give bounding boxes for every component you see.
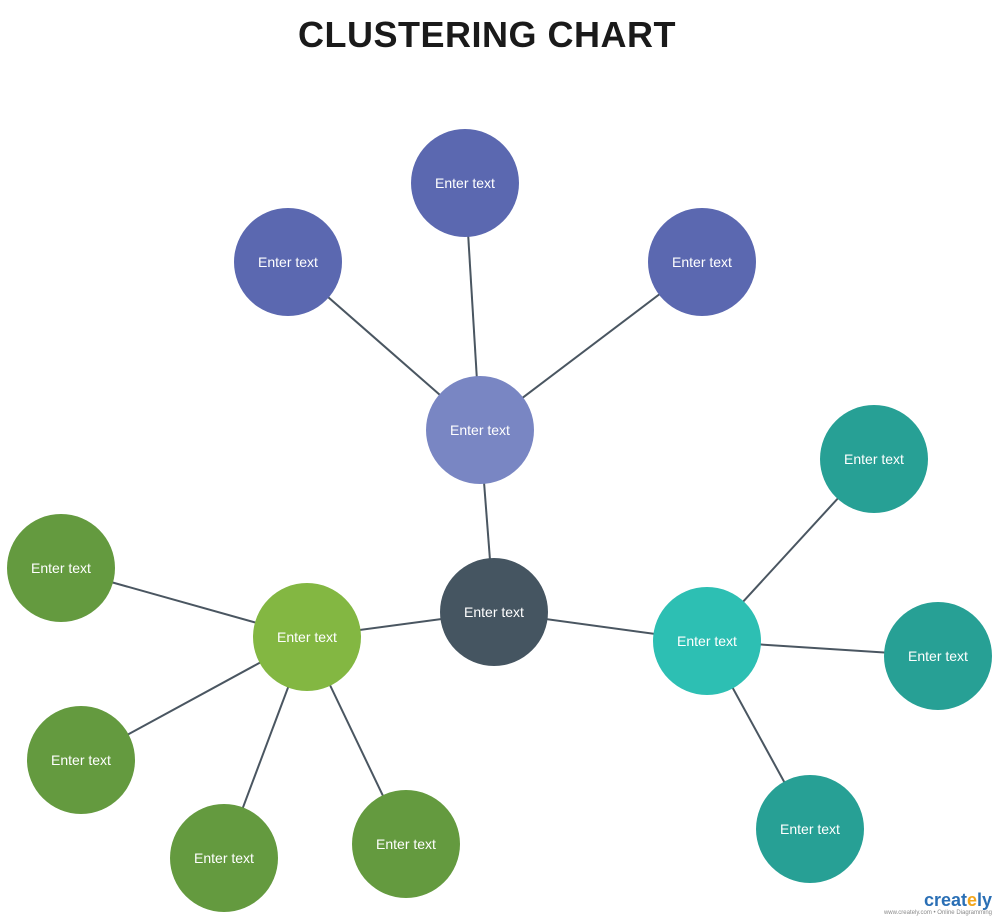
node-teal-center[interactable]: Enter text bbox=[653, 587, 761, 695]
node-label: Enter text bbox=[672, 254, 732, 270]
node-label: Enter text bbox=[450, 422, 510, 438]
node-green-upper-left[interactable]: Enter text bbox=[7, 514, 115, 622]
node-teal-top[interactable]: Enter text bbox=[820, 405, 928, 513]
page-title: CLUSTERING CHART bbox=[298, 14, 676, 55]
node-purple-center[interactable]: Enter text bbox=[426, 376, 534, 484]
node-label: Enter text bbox=[258, 254, 318, 270]
node-circle[interactable] bbox=[884, 602, 992, 710]
node-circle[interactable] bbox=[234, 208, 342, 316]
node-circle[interactable] bbox=[27, 706, 135, 814]
node-label: Enter text bbox=[51, 752, 111, 768]
node-teal-bottom[interactable]: Enter text bbox=[756, 775, 864, 883]
node-circle[interactable] bbox=[653, 587, 761, 695]
node-label: Enter text bbox=[844, 451, 904, 467]
node-circle[interactable] bbox=[820, 405, 928, 513]
node-circle[interactable] bbox=[170, 804, 278, 912]
node-circle[interactable] bbox=[426, 376, 534, 484]
brand-name: creately bbox=[923, 890, 992, 910]
node-label: Enter text bbox=[464, 604, 524, 620]
creately-logo: creately www.creately.com • Online Diagr… bbox=[884, 891, 992, 917]
node-label: Enter text bbox=[677, 633, 737, 649]
node-purple-top[interactable]: Enter text bbox=[411, 129, 519, 237]
node-green-bottom-right[interactable]: Enter text bbox=[352, 790, 460, 898]
node-green-center[interactable]: Enter text bbox=[253, 583, 361, 691]
node-label: Enter text bbox=[435, 175, 495, 191]
node-green-lower-left[interactable]: Enter text bbox=[27, 706, 135, 814]
node-purple-left[interactable]: Enter text bbox=[234, 208, 342, 316]
node-circle[interactable] bbox=[440, 558, 548, 666]
node-teal-right[interactable]: Enter text bbox=[884, 602, 992, 710]
node-circle[interactable] bbox=[648, 208, 756, 316]
node-label: Enter text bbox=[31, 560, 91, 576]
node-purple-right[interactable]: Enter text bbox=[648, 208, 756, 316]
node-circle[interactable] bbox=[253, 583, 361, 691]
node-circle[interactable] bbox=[411, 129, 519, 237]
node-circle[interactable] bbox=[756, 775, 864, 883]
node-circle[interactable] bbox=[352, 790, 460, 898]
node-label: Enter text bbox=[780, 821, 840, 837]
node-green-bottom-left[interactable]: Enter text bbox=[170, 804, 278, 912]
node-hub[interactable]: Enter text bbox=[440, 558, 548, 666]
node-label: Enter text bbox=[277, 629, 337, 645]
node-label: Enter text bbox=[908, 648, 968, 664]
node-circle[interactable] bbox=[7, 514, 115, 622]
edges-layer bbox=[60, 182, 939, 859]
brand-tagline: www.creately.com • Online Diagramming bbox=[883, 910, 992, 916]
node-label: Enter text bbox=[194, 850, 254, 866]
node-label: Enter text bbox=[376, 836, 436, 852]
